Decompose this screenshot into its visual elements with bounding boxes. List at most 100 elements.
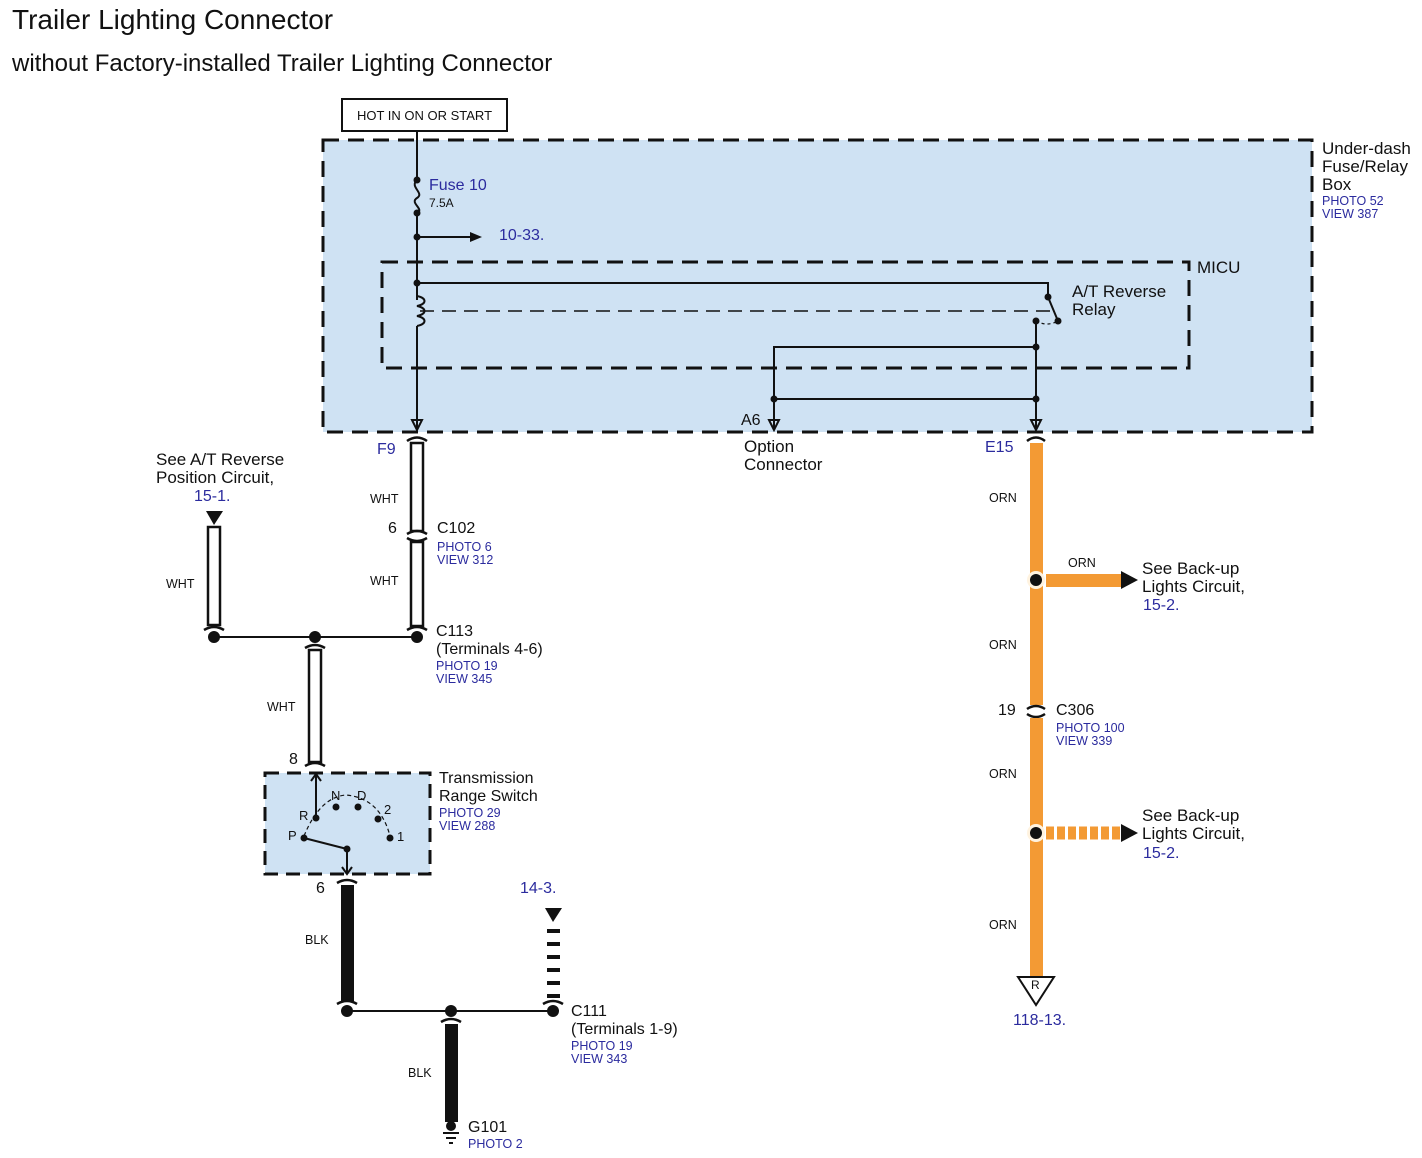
end-ref-triangle-icon [1016, 976, 1056, 1007]
trs-pos-label-r: R [299, 808, 309, 823]
node [309, 631, 321, 643]
arrow-down-icon [1029, 419, 1043, 433]
view-ref: VIEW 387 [1322, 207, 1379, 221]
node [1030, 827, 1042, 839]
node [547, 1005, 559, 1017]
option-connector-line: Connector [744, 455, 823, 474]
wire-color-label: ORN [1068, 556, 1096, 570]
backup-line: See Back-up [1142, 806, 1240, 825]
trs-pos-n [332, 803, 340, 811]
terminal-e15: E15 [985, 439, 1014, 456]
orn-wire-main-2 [1030, 718, 1043, 976]
orn-wire-branch-1 [1046, 574, 1123, 587]
fuse-relay-box-name-line: Fuse/Relay [1322, 157, 1408, 176]
c102-name: C102 [437, 520, 476, 537]
c113-refs: PHOTO 19 VIEW 345 [436, 660, 498, 686]
c111-name: C111 [571, 1003, 607, 1020]
photo-ref: PHOTO 19 [571, 1039, 633, 1053]
c306-pin: 19 [998, 702, 1016, 719]
wire-color-label: BLK [408, 1066, 432, 1080]
left-branch-label: See A/T Reverse Position Circuit, [156, 451, 284, 487]
trs-pos-label-d: D [357, 788, 367, 803]
wire-color-label: WHT [166, 577, 195, 591]
trs-pos-r [312, 814, 320, 822]
node [411, 631, 423, 643]
view-ref: VIEW 312 [437, 553, 494, 567]
g101-photo: PHOTO 2 [468, 1137, 523, 1151]
c113-name: C113 [436, 623, 474, 640]
power-source-label: HOT IN ON OR START [341, 98, 508, 132]
fuse-branch-ref-link[interactable]: 10-33. [499, 227, 545, 244]
backup-2-ref-link[interactable]: 15-2. [1143, 845, 1180, 862]
trs-pos-d [354, 803, 362, 811]
connector-f9-icon [406, 436, 428, 443]
wire-color-label: ORN [989, 491, 1017, 505]
wht-wire-f9-c102 [409, 441, 425, 533]
backup-line: Lights Circuit, [1142, 824, 1245, 843]
page-title: Trailer Lighting Connector [12, 4, 334, 35]
trs-pos-label-p: P [288, 828, 297, 843]
trs-pos-label-n: N [331, 788, 341, 803]
left-branch-line: See A/T Reverse [156, 450, 285, 469]
trs-wiper [303, 837, 348, 850]
arrow-down-icon [545, 908, 562, 922]
fuse-icon [413, 179, 421, 214]
wht-wire-to-trs [307, 648, 323, 764]
backup-1-label: See Back-up Lights Circuit, [1142, 560, 1245, 596]
c113-terminals: (Terminals 4-6) [436, 641, 543, 658]
connector-c113-icon [406, 625, 428, 632]
arrow-down-icon [206, 511, 223, 525]
arrow-down-icon [410, 419, 424, 433]
fuse-relay-box-name-line: Box [1322, 175, 1352, 194]
arrow-right-icon [470, 232, 482, 242]
relay-contact-bottom [1054, 317, 1062, 325]
view-ref: VIEW 345 [436, 672, 493, 686]
connector-icon [336, 999, 358, 1006]
relay-label: A/T Reverse Relay [1072, 283, 1166, 319]
connector-icon [304, 761, 326, 768]
wire-color-label: WHT [370, 492, 399, 506]
terminal-a6: A6 [741, 412, 761, 429]
photo-ref: PHOTO 19 [436, 659, 498, 673]
terminal-f9: F9 [377, 441, 396, 458]
c111-refs: PHOTO 19 VIEW 343 [571, 1040, 633, 1066]
micu-outline [380, 260, 1191, 370]
fuse-name: Fuse 10 [429, 177, 487, 194]
wht-wire-c102-c113 [409, 540, 425, 628]
trs-name-line: Transmission [439, 770, 534, 787]
arrow-down-icon [767, 419, 781, 433]
connector-e15-icon [1026, 436, 1046, 443]
blk-wire-g101 [445, 1024, 458, 1122]
ref-14-3-link[interactable]: 14-3. [520, 880, 557, 897]
left-branch-ref-link[interactable]: 15-1. [194, 488, 231, 505]
arrow-up-icon [310, 772, 322, 782]
micu-label: MICU [1197, 258, 1241, 277]
trs-pos-label-2: 2 [384, 802, 392, 817]
relay-name-line: Relay [1072, 300, 1116, 319]
wire-color-label: WHT [370, 574, 399, 588]
connector-icon [304, 643, 326, 650]
backup-line: Lights Circuit, [1142, 577, 1245, 596]
trs-pin-bottom: 6 [316, 880, 325, 897]
trs-pos-1 [386, 834, 394, 842]
backup-1-ref-link[interactable]: 15-2. [1143, 597, 1180, 614]
option-connector-line: Option [744, 437, 795, 456]
fuse-rating: 7.5A [429, 196, 454, 210]
trs-pos-2 [374, 815, 382, 823]
trs-name-line: Range Switch [439, 788, 538, 805]
trs-pos-label-1: 1 [397, 829, 405, 844]
connector-icon [542, 999, 564, 1006]
left-branch-line: Position Circuit, [156, 468, 275, 487]
view-ref: VIEW 288 [439, 819, 496, 833]
end-ref-link[interactable]: 118-13. [1013, 1012, 1067, 1029]
fuse-relay-box-refs: PHOTO 52 VIEW 387 [1322, 195, 1384, 221]
fuse-relay-box-name-line: Under-dash [1322, 139, 1411, 158]
node [341, 1005, 353, 1017]
wht-wire-left [206, 525, 222, 627]
trs-label: Transmission Range Switch [439, 771, 538, 805]
view-ref: VIEW 343 [571, 1052, 628, 1066]
relay-switch-arm [1047, 296, 1059, 322]
photo-ref: PHOTO 29 [439, 806, 501, 820]
view-ref: VIEW 339 [1056, 734, 1113, 748]
